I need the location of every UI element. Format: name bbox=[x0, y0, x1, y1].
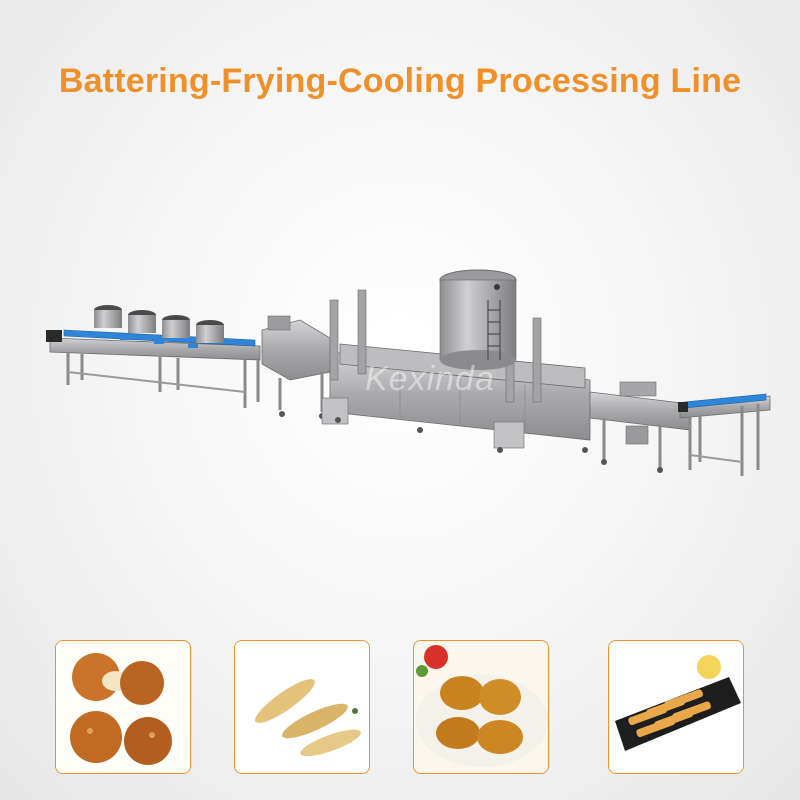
page-title: Battering-Frying-Cooling Processing Line bbox=[58, 62, 742, 100]
cheese-balls-photo bbox=[56, 641, 190, 773]
fried-rolls-photo bbox=[235, 641, 369, 773]
product-image-3 bbox=[413, 640, 549, 774]
product-image-2 bbox=[234, 640, 370, 774]
fryer bbox=[321, 269, 591, 453]
product-image-4 bbox=[608, 640, 744, 774]
product-image-1 bbox=[55, 640, 191, 774]
watermark: Kexinda bbox=[365, 360, 495, 398]
batter-bowls bbox=[94, 305, 224, 343]
chicken-nuggets-photo bbox=[414, 641, 548, 773]
processing-line-illustration bbox=[46, 269, 771, 476]
batter-machine bbox=[261, 315, 331, 419]
outfeed-conveyor bbox=[678, 393, 771, 476]
battering-section bbox=[46, 305, 261, 408]
fried-sticks-photo bbox=[609, 641, 743, 773]
cooling-section bbox=[589, 381, 691, 473]
